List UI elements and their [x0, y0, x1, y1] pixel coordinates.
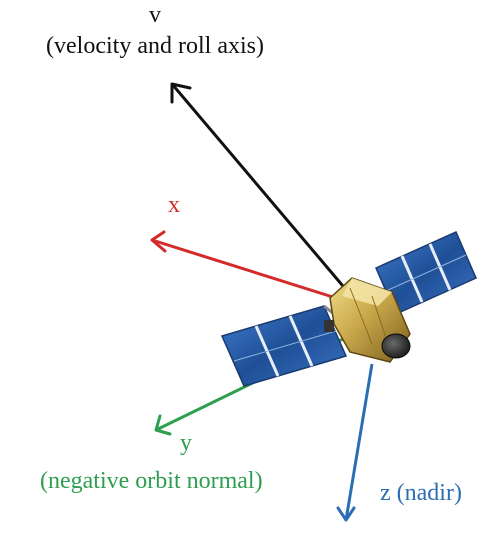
z-axis-arrow [336, 363, 374, 522]
v-axis-arrow [170, 82, 350, 293]
v-axis-label: v [149, 2, 161, 28]
left-solar-panel [220, 304, 348, 387]
x-axis-label: x [168, 192, 180, 218]
satellite-icon [324, 277, 411, 363]
x-axis-arrow [150, 230, 337, 300]
y-axis-label: y [180, 430, 192, 456]
y-axis-description: (negative orbit normal) [40, 468, 263, 494]
v-axis-description: (velocity and roll axis) [46, 33, 264, 59]
z-axis-label: z (nadir) [380, 480, 462, 506]
